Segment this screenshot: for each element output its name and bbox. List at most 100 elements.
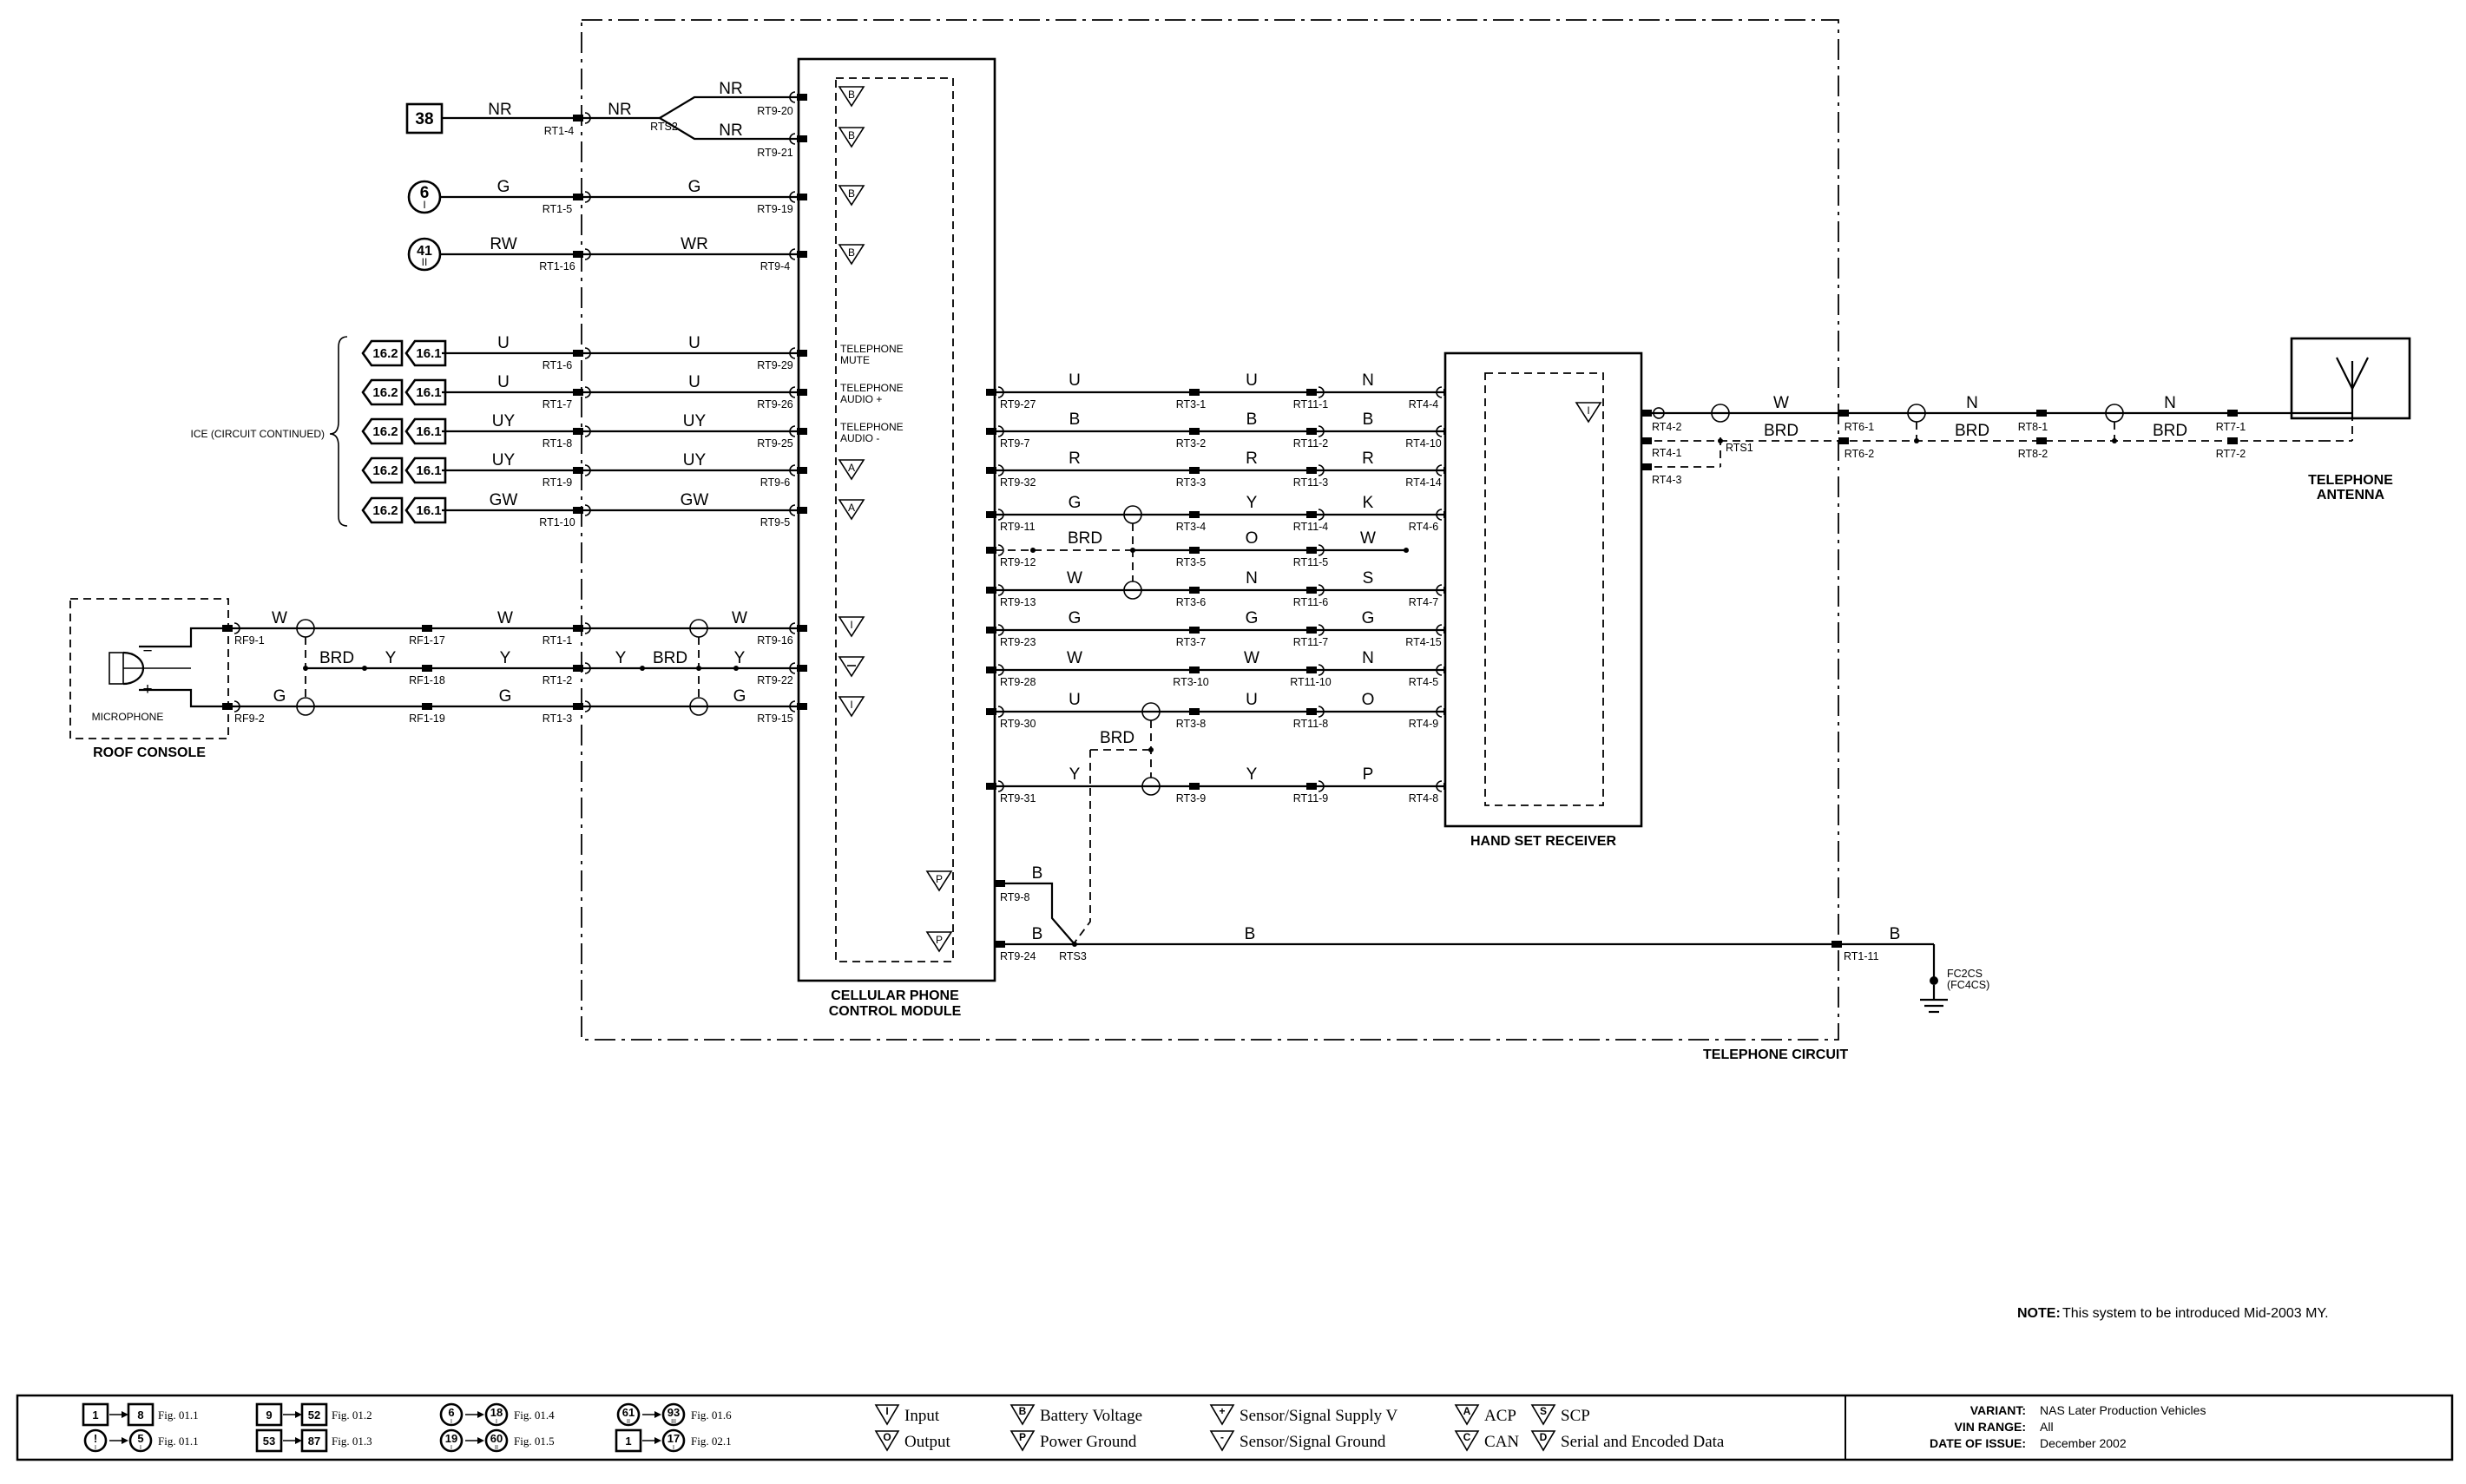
wire-color: RW [490,235,516,253]
svg-text:−: − [142,642,152,660]
wire-color: N [1362,371,1374,390]
svg-text:NAS Later Production Vehicles: NAS Later Production Vehicles [2040,1403,2206,1417]
ice-label: ICE (CIRCUIT CONTINUED) [191,428,325,440]
ground-label-2: (FC4CS) [1947,979,1989,991]
connector-pin: RT3-9 [1176,792,1207,804]
svg-text:N: N [1966,394,1978,412]
svg-text:9: 9 [266,1408,272,1422]
connector-pin: RT4-8 [1409,792,1439,804]
microphone-icon: − + [109,627,227,708]
connector-pin: RT9-22 [757,674,793,686]
connector-pin: RF9-1 [234,634,265,647]
svg-text:16.2: 16.2 [372,463,398,478]
svg-text:BRD: BRD [653,649,687,667]
legend-fig-label: Fig. 01.2 [332,1408,372,1422]
wire-color: G [688,178,701,196]
svg-text:NOTE:: NOTE: [2017,1306,2061,1321]
pin-symbol-b: B [838,185,865,207]
connector-pin: RT9-31 [1000,792,1036,804]
tel-mute-2: MUTE [840,354,870,366]
note: NOTE: This system to be introduced Mid-2… [2017,1306,2329,1321]
svg-text:RTS3: RTS3 [1059,950,1087,962]
connector-pin: RT3-2 [1176,437,1207,450]
svg-text:I: I [95,1445,96,1451]
pin-symbol-o [838,656,865,678]
svg-text:I: I [1587,404,1589,417]
svg-text:NR: NR [608,101,631,119]
svg-text:B: B [1019,1405,1027,1417]
connector-pin: RF9-2 [234,712,265,725]
svg-text:B: B [848,89,855,101]
wire-color: O [1246,529,1259,548]
legend-fig-label: Fig. 01.4 [514,1408,555,1422]
wire-color: N [1362,649,1374,667]
svg-text:41: 41 [417,244,432,259]
svg-text:RT7-2: RT7-2 [2216,448,2246,460]
svg-text:I: I [140,1445,141,1451]
connector-pin: RT4-7 [1409,596,1439,608]
svg-text:61: 61 [622,1406,635,1419]
svg-text:I: I [496,1419,497,1425]
svg-text:RT7-1: RT7-1 [2216,421,2246,433]
svg-text:RT4-2: RT4-2 [1652,421,1682,433]
svg-text:VIN RANGE:: VIN RANGE: [1955,1420,2026,1434]
svg-text:B: B [1032,864,1043,883]
wire-color: K [1363,494,1374,512]
svg-text:16.2: 16.2 [372,503,398,518]
wire-color: W [1360,529,1376,548]
svg-text:16.1: 16.1 [416,463,441,478]
wire-color: W [732,609,747,627]
connector-pin: RT3-5 [1176,556,1207,568]
svg-text:16.2: 16.2 [372,346,398,361]
legend-fig-label: Fig. 01.6 [691,1408,732,1422]
connector-pin: RT9-30 [1000,718,1036,730]
wire-color: W [1067,569,1082,588]
svg-text:B: B [848,246,855,259]
wire-color: G [273,687,286,706]
circuit-title: TELEPHONE CIRCUIT [1703,1047,1848,1062]
wire-color: U [497,334,510,352]
connector-pin: RT3-4 [1176,521,1207,533]
ref-38: 38 [405,102,444,135]
svg-text:RTS2: RTS2 [650,121,678,133]
svg-text:8: 8 [137,1408,143,1422]
svg-text:I: I [450,1445,452,1451]
wire-color: G [499,687,512,706]
svg-text:5: 5 [137,1432,143,1445]
svg-text:B: B [848,187,855,200]
legend-symbol-label: Serial and Encoded Data [1561,1433,1725,1451]
nr-splice: NR NR NR NR RTS2 RT1-4 RT9-20 RT9-21 [442,80,799,159]
connector-pin: RT1-3 [543,712,573,725]
telephone-circuit-boundary [581,19,1839,1041]
pin-symbol-a: A [838,459,865,481]
svg-text:I: I [850,699,852,711]
connector-pin: RT1-10 [539,516,575,529]
cpcm-title-2: CONTROL MODULE [829,1004,962,1019]
ice-ref-pair: 16.2 16.1 [361,456,447,484]
connector-pin: RT1-6 [543,359,573,371]
svg-text:I: I [850,619,852,631]
wire-color: P [1363,765,1374,784]
wire-color: R [1362,450,1374,468]
wire-color: Y [1246,494,1258,512]
svg-text:RT9-21: RT9-21 [757,147,793,159]
svg-text:53: 53 [263,1435,275,1448]
wire-color: B [1069,410,1081,429]
tel-mute-1: TELEPHONE [840,343,904,355]
connector-pin: RT4-6 [1409,521,1439,533]
svg-text:NR: NR [488,101,511,119]
connector-pin: RT11-2 [1293,437,1329,450]
svg-text:A: A [848,462,855,474]
